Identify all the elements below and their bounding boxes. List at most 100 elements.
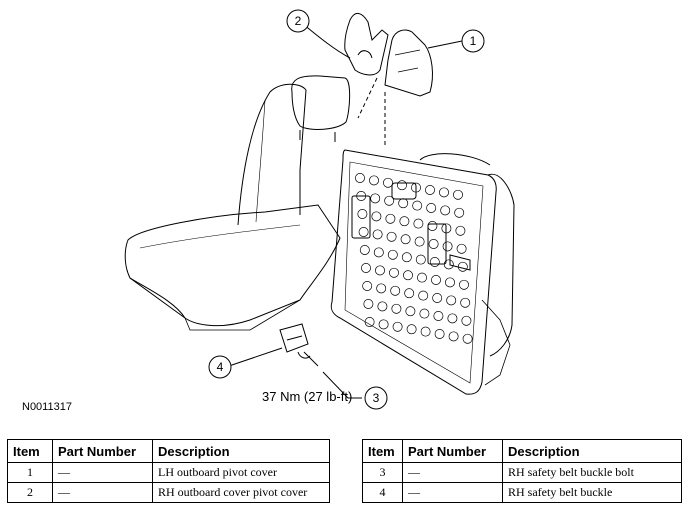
panel-hole (371, 211, 382, 222)
panel-hole (383, 177, 393, 188)
callout-2: 2 (286, 9, 310, 33)
row-part-number: — (402, 462, 503, 483)
panel-hole (413, 218, 424, 229)
panel-hole (447, 313, 458, 324)
panel-hole (377, 301, 388, 312)
panel-hole (378, 319, 389, 330)
panel-hole (462, 333, 473, 344)
panel-hole (397, 180, 407, 191)
header-description: Description (152, 439, 330, 463)
table-row: 3 — RH safety belt buckle bolt (362, 462, 682, 483)
right-latch (427, 223, 447, 265)
svg-text:3: 3 (373, 391, 380, 405)
panel-hole (448, 331, 459, 342)
panel-hole (431, 275, 441, 285)
panel-hole (426, 203, 437, 213)
panel-hole (386, 231, 397, 242)
callout-4: 4 (208, 355, 232, 379)
panel-hole (376, 283, 387, 294)
panel-hole (415, 254, 426, 265)
panel-hole (375, 265, 385, 276)
panel-hole (425, 185, 435, 195)
panel-hole (439, 187, 449, 198)
panel-hole (411, 182, 421, 193)
panel-hole (461, 315, 472, 326)
lh-outboard-pivot-cover (344, 13, 389, 76)
row-item: 3 (362, 462, 403, 483)
buckle-body (279, 323, 309, 353)
panel-hole (455, 225, 466, 236)
seat-exploded-diagram: 2 1 4 3 37 Nm (27 lb-ft) (124, 9, 515, 410)
header-part-number: Part Number (402, 439, 503, 463)
callout-1: 1 (461, 29, 485, 53)
panel-hole (456, 243, 467, 254)
panel-hole (460, 297, 471, 308)
header-part-number: Part Number (52, 439, 153, 463)
row-part-number: — (52, 482, 153, 503)
panel-hole (358, 227, 369, 237)
panel-hole (401, 252, 412, 263)
panel-hole (392, 321, 403, 332)
panel-hole (391, 303, 402, 314)
table-row: 1 — LH outboard pivot cover (7, 462, 330, 483)
panel-hole (361, 263, 371, 273)
panel-hole (442, 241, 453, 252)
row-description: RH safety belt buckle bolt (502, 462, 682, 483)
row-description: RH safety belt buckle (502, 482, 682, 503)
table-header-row: Item Part Number Description (7, 439, 330, 463)
panel-hole (403, 270, 413, 281)
panel-hole (385, 213, 396, 224)
panel-hole (412, 200, 423, 211)
table-header-row: Item Part Number Description (362, 439, 682, 463)
panel-handle (391, 182, 417, 200)
panel-hole (457, 261, 468, 272)
row-item: 2 (7, 482, 53, 503)
panel-hole (400, 234, 411, 245)
panel-hole (398, 198, 409, 209)
seat-cushion (124, 204, 341, 327)
rh-outboard-pivot-cover (384, 29, 433, 97)
callout-3: 3 (364, 386, 388, 410)
panel-hole (434, 329, 445, 339)
table-row: 2 — RH outboard cover pivot cover (7, 482, 330, 503)
panel-hole (406, 324, 417, 335)
panel-hole (369, 175, 379, 186)
header-item: Item (7, 439, 53, 463)
panel-hole (359, 245, 370, 255)
panel-hole (364, 317, 375, 327)
panel-hole (387, 249, 398, 260)
panel-hole (419, 308, 430, 319)
row-item: 4 (362, 482, 403, 503)
panel-hole (355, 173, 365, 183)
panel-hole (417, 272, 427, 283)
seat-back-panel (330, 149, 497, 395)
figure-id: N0011317 (22, 401, 72, 413)
parts-table-left: Item Part Number Description 1 — LH outb… (7, 439, 330, 503)
left-seat-back (237, 83, 307, 226)
parts-table-right: Item Part Number Description 3 — RH safe… (362, 439, 682, 503)
panel-hole (390, 285, 401, 296)
panel-hole (418, 290, 429, 301)
panel-hole (453, 189, 463, 200)
torque-spec: 37 Nm (27 lb-ft) (262, 389, 352, 404)
panel-hole (372, 229, 383, 240)
headrest (291, 75, 351, 130)
row-description: LH outboard pivot cover (152, 462, 330, 483)
panel-hole (405, 306, 416, 317)
panel-hole (399, 216, 410, 227)
panel-hole (429, 257, 440, 267)
panel-hole (440, 205, 451, 216)
header-description: Description (502, 439, 682, 463)
panel-hole (433, 311, 444, 321)
row-item: 1 (7, 462, 53, 483)
row-description: RH outboard cover pivot cover (152, 482, 330, 503)
panel-hole (373, 247, 384, 258)
table-row: 4 — RH safety belt buckle (362, 482, 682, 503)
panel-hole-grid (355, 173, 473, 344)
panel-hole (441, 223, 452, 234)
panel-hole (357, 209, 368, 219)
panel-hole (446, 295, 457, 306)
panel-hole (432, 293, 443, 303)
panel-hole (428, 239, 439, 249)
svg-text:2: 2 (295, 14, 302, 28)
